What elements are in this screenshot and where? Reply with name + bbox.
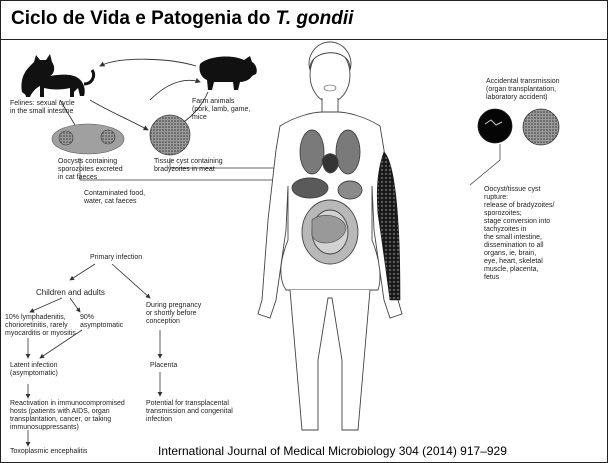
label-primary-infection: Primary infection — [90, 254, 142, 262]
accidental-transmission-images — [478, 109, 559, 145]
label-farm-animals: Farm animals (pork, lamb, game, mice — [192, 98, 250, 122]
arrow-pig-to-cat — [100, 59, 196, 66]
oocyst-image — [52, 124, 124, 154]
tissue-cyst-image — [150, 115, 190, 155]
label-reactivation: Reactivation in immunocompromised hosts … — [10, 400, 125, 432]
label-ten-percent: 10% lymphadenitis, chorioretinitis, rare… — [5, 314, 76, 338]
label-children-adults: Children and adults — [36, 288, 105, 297]
label-latent-infection: Latent infection (asymptomatic) — [10, 362, 58, 378]
label-contaminated: Contaminated food, water, cat faeces — [84, 190, 145, 206]
citation: International Journal of Medical Microbi… — [158, 444, 507, 458]
pig-icon — [199, 56, 256, 90]
label-accidental-transmission: Accidental transmission (organ transplan… — [486, 78, 560, 102]
connector-accidental — [470, 144, 500, 185]
label-pregnancy: During pregnancy or shortly before conce… — [146, 302, 201, 326]
label-felines: Felines: sexual cycle in the small intes… — [10, 100, 75, 116]
label-encephalitis: Toxoplasmic encephalitis — [10, 448, 87, 456]
label-ninety-percent: 90% asymptomatic — [80, 314, 123, 330]
label-potential-transmission: Potential for transplacental transmissio… — [146, 400, 233, 424]
label-placenta: Placenta — [150, 362, 177, 370]
cat-icon — [21, 54, 93, 97]
label-tissue-cyst: Tissue cyst containing bradyzoites in me… — [154, 158, 223, 174]
label-cyst-rupture: Oocyst/tissue cyst rupture: release of b… — [484, 186, 554, 282]
label-oocysts: Oocysts containing sporozoites excreted … — [58, 158, 123, 182]
human-figure-illustration — [258, 42, 402, 430]
